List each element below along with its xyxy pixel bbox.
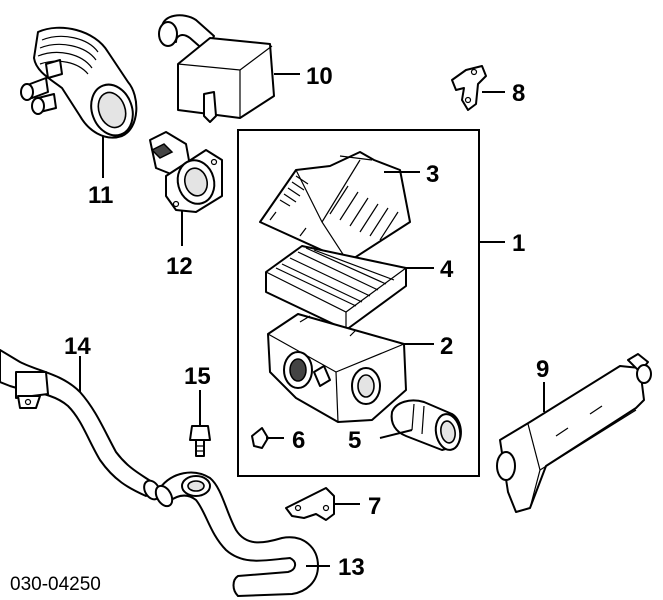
callout-14: 14 [64, 333, 91, 360]
callout-2: 2 [440, 333, 453, 360]
callout-5: 5 [348, 427, 361, 454]
bracket-part-8 [451, 65, 505, 111]
callout-4: 4 [440, 256, 454, 283]
callout-9: 9 [536, 356, 549, 383]
callout-12: 12 [166, 253, 193, 280]
tank-part-9 [496, 353, 652, 513]
airflow-sensor-part-12 [149, 131, 223, 246]
resonator-part-10 [158, 14, 300, 123]
diagram-code: 030-04250 [10, 574, 101, 595]
air-cleaner-case-part-2 [267, 313, 434, 423]
intake-duct-part-11 [20, 26, 138, 178]
connector-hose-part-5 [379, 399, 462, 451]
air-cleaner-cover-part-3 [259, 151, 420, 263]
callout-8: 8 [512, 80, 525, 107]
callout-11: 11 [88, 182, 113, 209]
sensor-part-15 [189, 390, 211, 457]
callout-15: 15 [184, 363, 211, 390]
callout-10: 10 [306, 63, 333, 90]
hose-part-14 [0, 349, 161, 501]
air-cleaner-assembly-frame [237, 129, 505, 477]
callout-13: 13 [338, 554, 365, 581]
hose-part-13 [154, 471, 330, 597]
clip-part-6 [251, 427, 284, 449]
callout-7: 7 [368, 493, 381, 520]
filter-element-part-4 [265, 245, 434, 331]
callout-1: 1 [512, 230, 525, 257]
callout-3: 3 [426, 161, 439, 188]
bracket-part-7 [285, 487, 360, 521]
callout-6: 6 [292, 427, 305, 454]
